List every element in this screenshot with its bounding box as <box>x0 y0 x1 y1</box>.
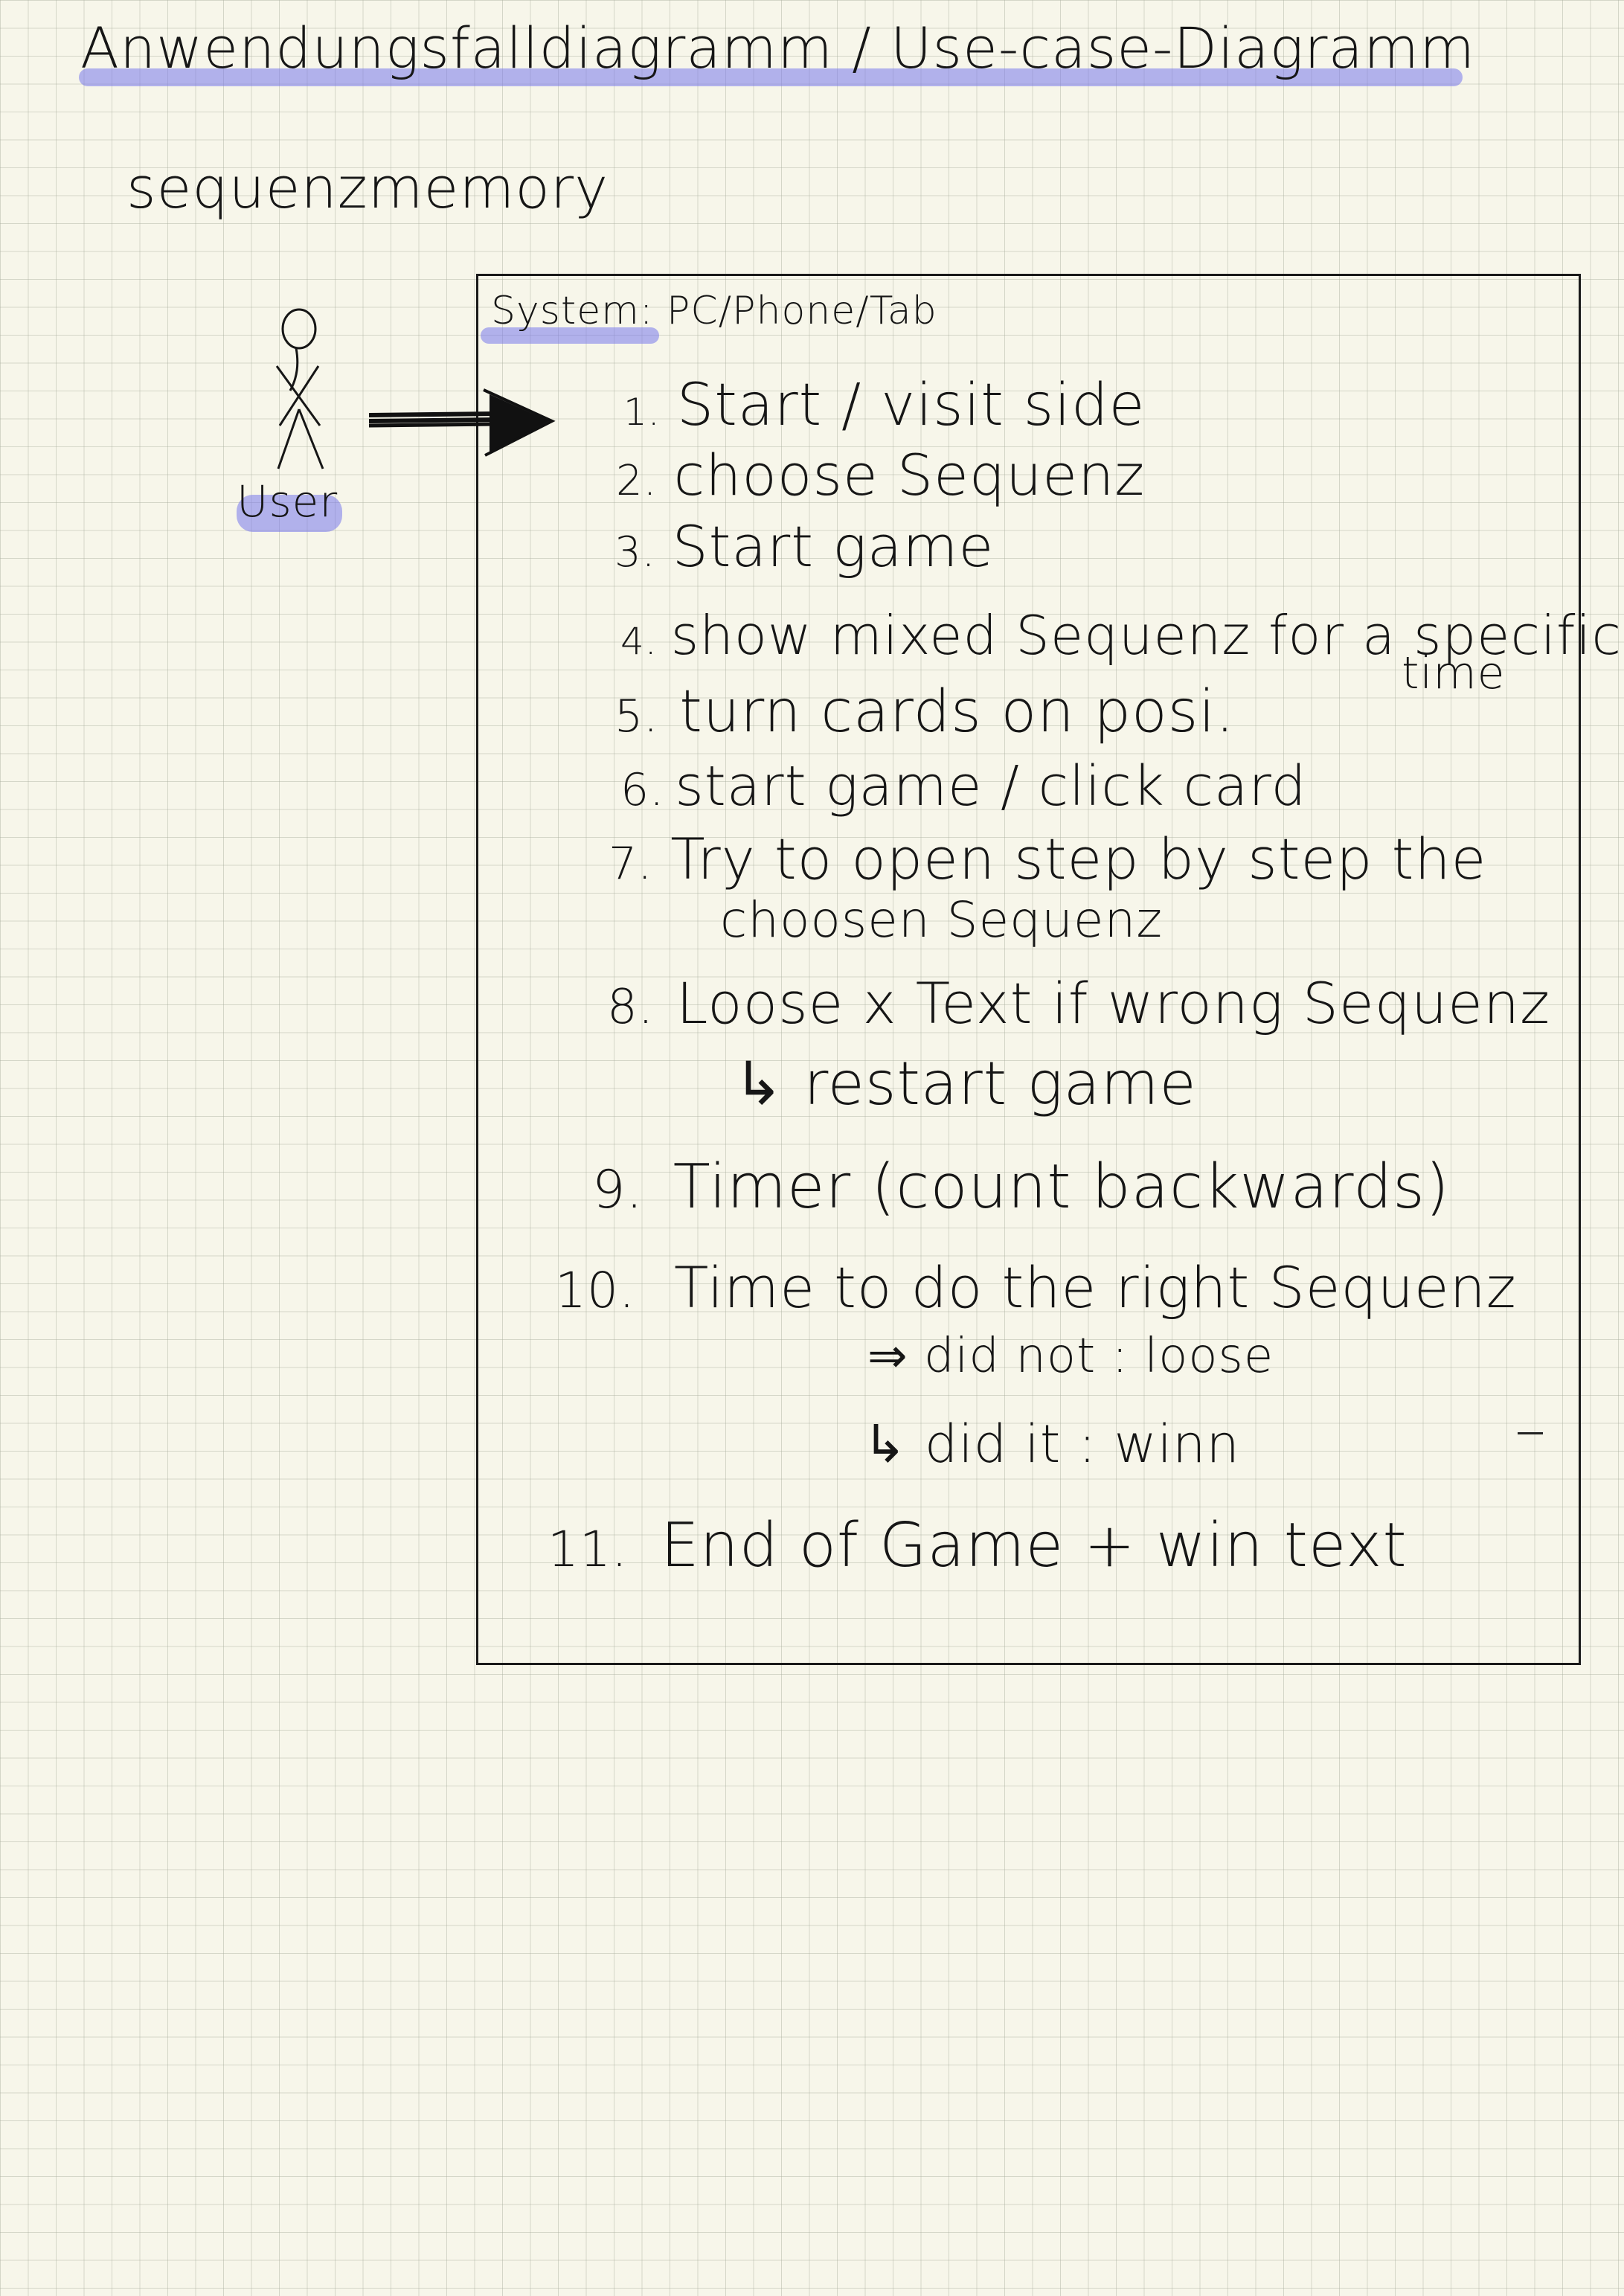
use-case-step-7: 7. Try to open step by step the <box>609 826 1486 892</box>
actor-stick-figure-icon <box>275 308 324 469</box>
step-text: Loose x Text if wrong Sequenz <box>676 970 1550 1036</box>
step-8-continuation: ↳ restart game <box>734 1049 1197 1118</box>
step-text: Try to open step by step the <box>670 826 1487 892</box>
step-text: turn cards on posi. <box>679 679 1235 745</box>
step-4-continuation: time <box>1402 647 1506 699</box>
step-number: 9. <box>592 1159 643 1220</box>
system-label-highlight <box>481 327 659 344</box>
step-number: 5. <box>614 690 659 743</box>
step-number: 10. <box>555 1262 635 1319</box>
step-text: show mixed Sequenz for a specific <box>670 604 1622 667</box>
step-number: 1. <box>623 391 661 434</box>
use-case-step-11: 11. End of Game + win text <box>548 1510 1408 1581</box>
step-number: 3. <box>614 528 656 577</box>
use-case-step-1: 1. Start / visit side <box>623 372 1145 439</box>
use-case-step-9: 9. Timer (count backwards) <box>592 1152 1450 1222</box>
system-boundary <box>476 274 1581 1665</box>
use-case-step-5: 5. turn cards on posi. <box>614 679 1235 745</box>
use-case-step-6: 6.start game / click card <box>620 754 1306 818</box>
use-case-step-8: 8. Loose x Text if wrong Sequenz <box>607 970 1550 1036</box>
step-text: Time to do the right Sequenz <box>673 1254 1517 1321</box>
use-case-step-3: 3. Start game <box>614 513 994 580</box>
step-text: End of Game + win text <box>660 1510 1408 1581</box>
step-number: 4. <box>620 620 658 663</box>
title-highlight <box>79 68 1463 86</box>
use-case-step-4: 4. show mixed Sequenz for a specific <box>620 604 1622 667</box>
system-label: System: PC/Phone/Tab <box>491 289 937 333</box>
step-text: start game / click card <box>675 754 1307 818</box>
step-number: 6. <box>620 764 665 816</box>
step-text: choose Sequenz <box>673 442 1146 508</box>
step-number: 11. <box>548 1521 628 1578</box>
diagram-subtitle: sequenzmemory <box>126 155 609 221</box>
actor-label-highlight <box>237 495 342 532</box>
step-10-outcome-lose: ⇒ did not : loose <box>867 1329 1274 1384</box>
step-10-outcome-win: ↳ did it : winn <box>863 1414 1240 1475</box>
dash-mark <box>1518 1432 1543 1434</box>
use-case-step-2: 2. choose Sequenz <box>616 442 1145 508</box>
association-arrow-icon <box>368 388 556 457</box>
page-title: Anwendungsfalldiagramm / Use-case-Diagra… <box>80 15 1476 81</box>
step-text: Start / visit side <box>676 372 1146 439</box>
step-7-continuation: choosen Sequenz <box>720 891 1163 949</box>
step-text: Start game <box>672 513 995 580</box>
step-number: 7. <box>609 838 653 890</box>
step-number: 2. <box>616 457 658 505</box>
actor-label: User <box>237 476 338 527</box>
step-text: Timer (count backwards) <box>673 1152 1450 1222</box>
step-number: 8. <box>607 980 655 1035</box>
use-case-step-10: 10. Time to do the right Sequenz <box>555 1254 1517 1321</box>
